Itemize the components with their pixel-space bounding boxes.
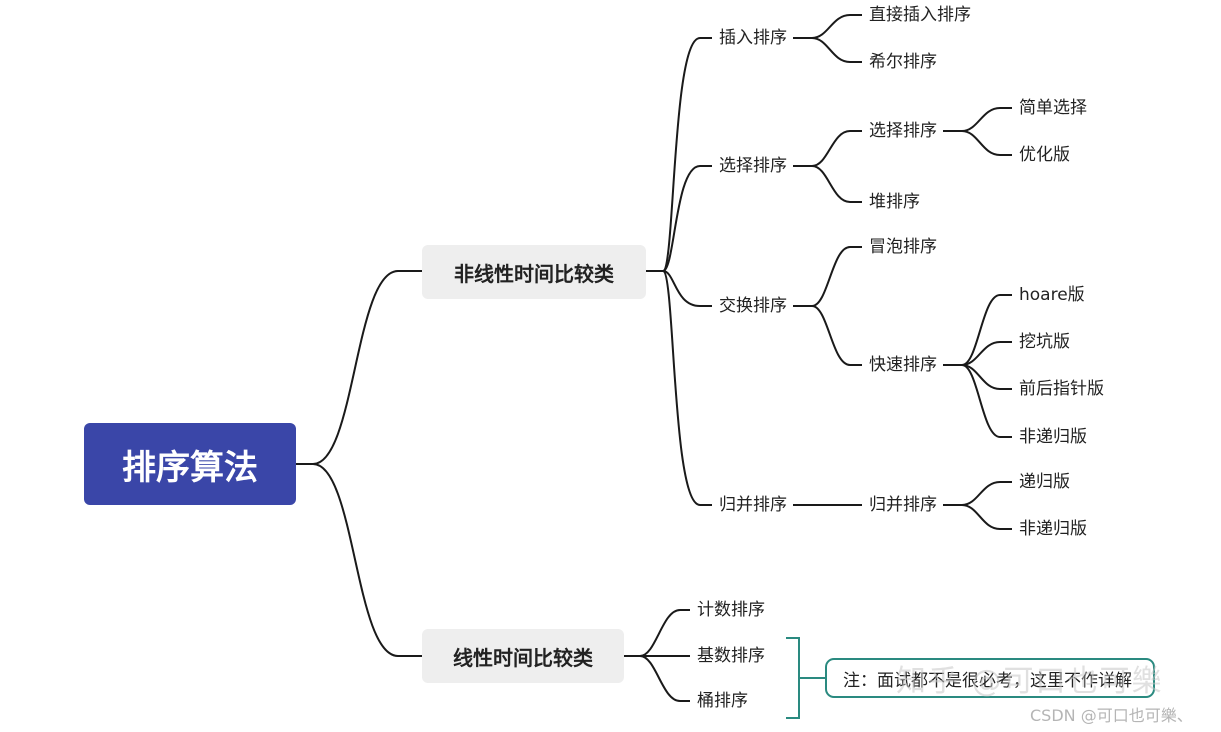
node-sub-selection[interactable]: 选择排序 xyxy=(869,121,937,141)
node-linear-label: 线性时间比较类 xyxy=(453,645,593,670)
edge-linear-bucket xyxy=(639,655,690,702)
node-merge-recursive[interactable]: 递归版 xyxy=(1019,472,1070,492)
edge-selection-sub xyxy=(793,130,862,167)
node-exchange[interactable]: 交换排序 xyxy=(719,296,787,316)
edge-nonlinear-merge xyxy=(662,270,712,506)
node-insertion[interactable]: 插入排序 xyxy=(719,28,787,48)
node-linear[interactable]: 线性时间比较类 xyxy=(422,629,624,683)
node-simple-selection[interactable]: 简单选择 xyxy=(1019,98,1087,118)
node-heap-sort[interactable]: 堆排序 xyxy=(869,192,920,212)
edge-insertion-shell xyxy=(811,37,862,63)
edge-subsel-optimized xyxy=(961,130,1012,156)
node-shell-sort[interactable]: 希尔排序 xyxy=(869,52,937,72)
node-bucket-sort[interactable]: 桶排序 xyxy=(697,691,748,711)
edge-submerge-recursive xyxy=(943,481,1012,506)
node-radix-sort[interactable]: 基数排序 xyxy=(697,646,765,666)
node-sub-merge[interactable]: 归并排序 xyxy=(869,495,937,515)
csdn-watermark: CSDN @可口也可樂、 xyxy=(1030,706,1193,725)
edge-linear-counting xyxy=(624,609,690,657)
zhihu-watermark: 知乎 @可口也可樂 xyxy=(896,664,1164,699)
node-selection[interactable]: 选择排序 xyxy=(719,156,787,176)
edge-quick-hoare xyxy=(943,294,1012,366)
edge-root-linear xyxy=(312,463,422,657)
node-direct-insertion[interactable]: 直接插入排序 xyxy=(869,5,971,25)
node-optimized-selection[interactable]: 优化版 xyxy=(1019,145,1070,165)
edge-submerge-nonrecursive xyxy=(961,504,1012,530)
edge-quick-two-pointer xyxy=(961,364,1012,390)
edge-insertion-direct xyxy=(793,14,862,39)
edge-nonlinear-insertion xyxy=(646,37,712,272)
edge-nonlinear-selection xyxy=(662,165,712,272)
edge-quick-pit xyxy=(961,341,1012,366)
node-bubble-sort[interactable]: 冒泡排序 xyxy=(869,237,937,257)
edge-subsel-simple xyxy=(943,107,1012,132)
note-box[interactable]: 注：面试都不是很必考，这里不作详解 xyxy=(825,658,1155,698)
node-merge-nonrecursive[interactable]: 非递归版 xyxy=(1019,519,1087,539)
note-text: 注：面试都不是很必考，这里不作详解 xyxy=(843,670,1132,691)
node-nonlinear-label: 非线性时间比较类 xyxy=(454,261,614,286)
node-quick-pit[interactable]: 挖坑版 xyxy=(1019,332,1070,352)
node-quick-sort[interactable]: 快速排序 xyxy=(869,355,937,375)
edge-exchange-quick xyxy=(811,305,862,366)
node-counting-sort[interactable]: 计数排序 xyxy=(697,600,765,620)
edge-nonlinear-exchange xyxy=(662,270,712,307)
node-quick-hoare[interactable]: hoare版 xyxy=(1019,285,1085,305)
edge-exchange-bubble xyxy=(793,246,862,307)
node-nonlinear[interactable]: 非线性时间比较类 xyxy=(422,245,646,299)
edge-root-nonlinear xyxy=(296,270,422,465)
root-node[interactable]: 排序算法 xyxy=(84,423,296,505)
node-quick-nonrecursive[interactable]: 非递归版 xyxy=(1019,427,1087,447)
edge-selection-heap xyxy=(811,165,862,203)
node-quick-two-pointer[interactable]: 前后指针版 xyxy=(1019,379,1104,399)
node-merge[interactable]: 归并排序 xyxy=(719,495,787,515)
note-bracket xyxy=(786,637,825,719)
edge-quick-nonrecursive xyxy=(961,364,1012,438)
root-label: 排序算法 xyxy=(122,447,258,488)
